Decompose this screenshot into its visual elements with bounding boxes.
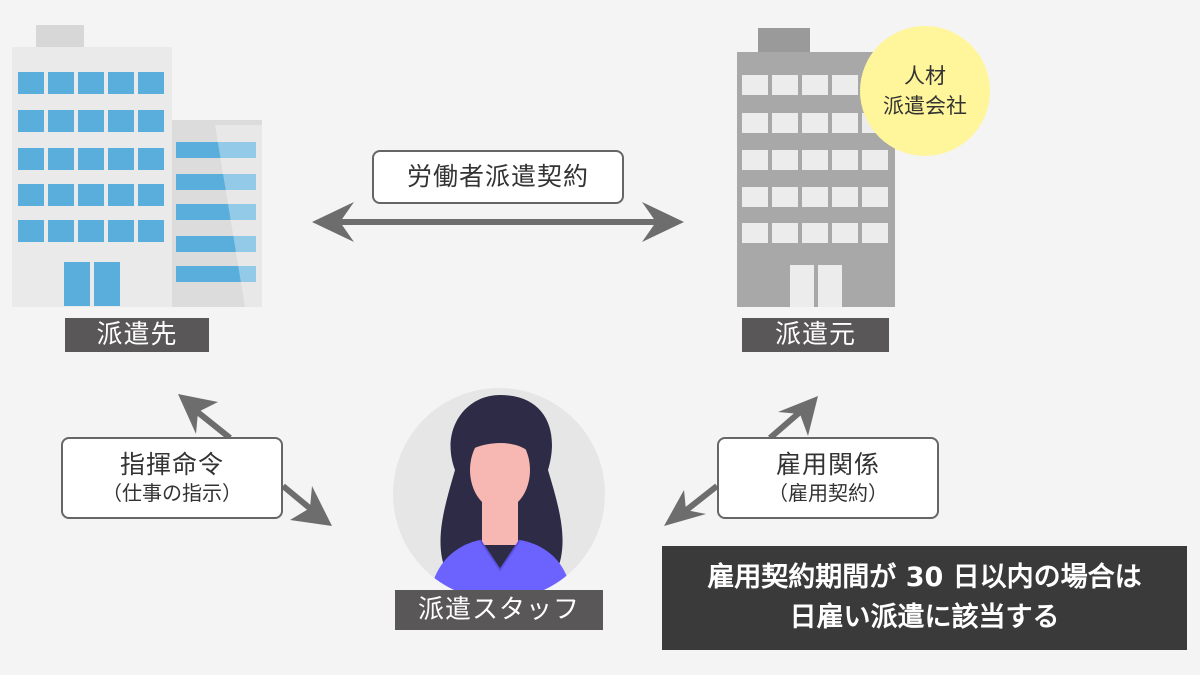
staff-label: 派遣スタッフ <box>395 590 603 630</box>
employment-arrows <box>664 396 818 526</box>
employment-sub: （雇用契約） <box>768 481 888 505</box>
day-labor-note: 雇用契約期間が 30 日以内の場合は 日雇い派遣に該当する <box>662 546 1187 650</box>
agency-label: 派遣元 <box>742 318 889 352</box>
contract-label-box: 労働者派遣契約 <box>372 150 624 204</box>
staff-avatar <box>393 388 605 600</box>
command-box: 指揮命令 （仕事の指示） <box>61 437 283 519</box>
note-line1: 雇用契約期間が 30 日以内の場合は <box>707 562 1142 593</box>
agency-badge-line1: 人材 <box>904 64 946 88</box>
employment-box: 雇用関係 （雇用契約） <box>717 437 939 519</box>
command-title: 指揮命令 <box>119 450 224 479</box>
agency-badge-line2: 派遣会社 <box>883 94 967 118</box>
client-label: 派遣先 <box>65 318 209 352</box>
employment-title: 雇用関係 <box>775 450 880 479</box>
client-building-icon <box>12 25 262 307</box>
contract-label: 労働者派遣契約 <box>406 162 589 191</box>
agency-building-icon <box>737 28 895 307</box>
command-arrows <box>178 394 332 526</box>
contract-double-arrow <box>312 202 684 242</box>
command-sub: （仕事の指示） <box>102 481 242 505</box>
agency-badge: 人材 派遣会社 <box>860 26 990 156</box>
note-line2: 日雇い派遣に該当する <box>789 602 1060 633</box>
